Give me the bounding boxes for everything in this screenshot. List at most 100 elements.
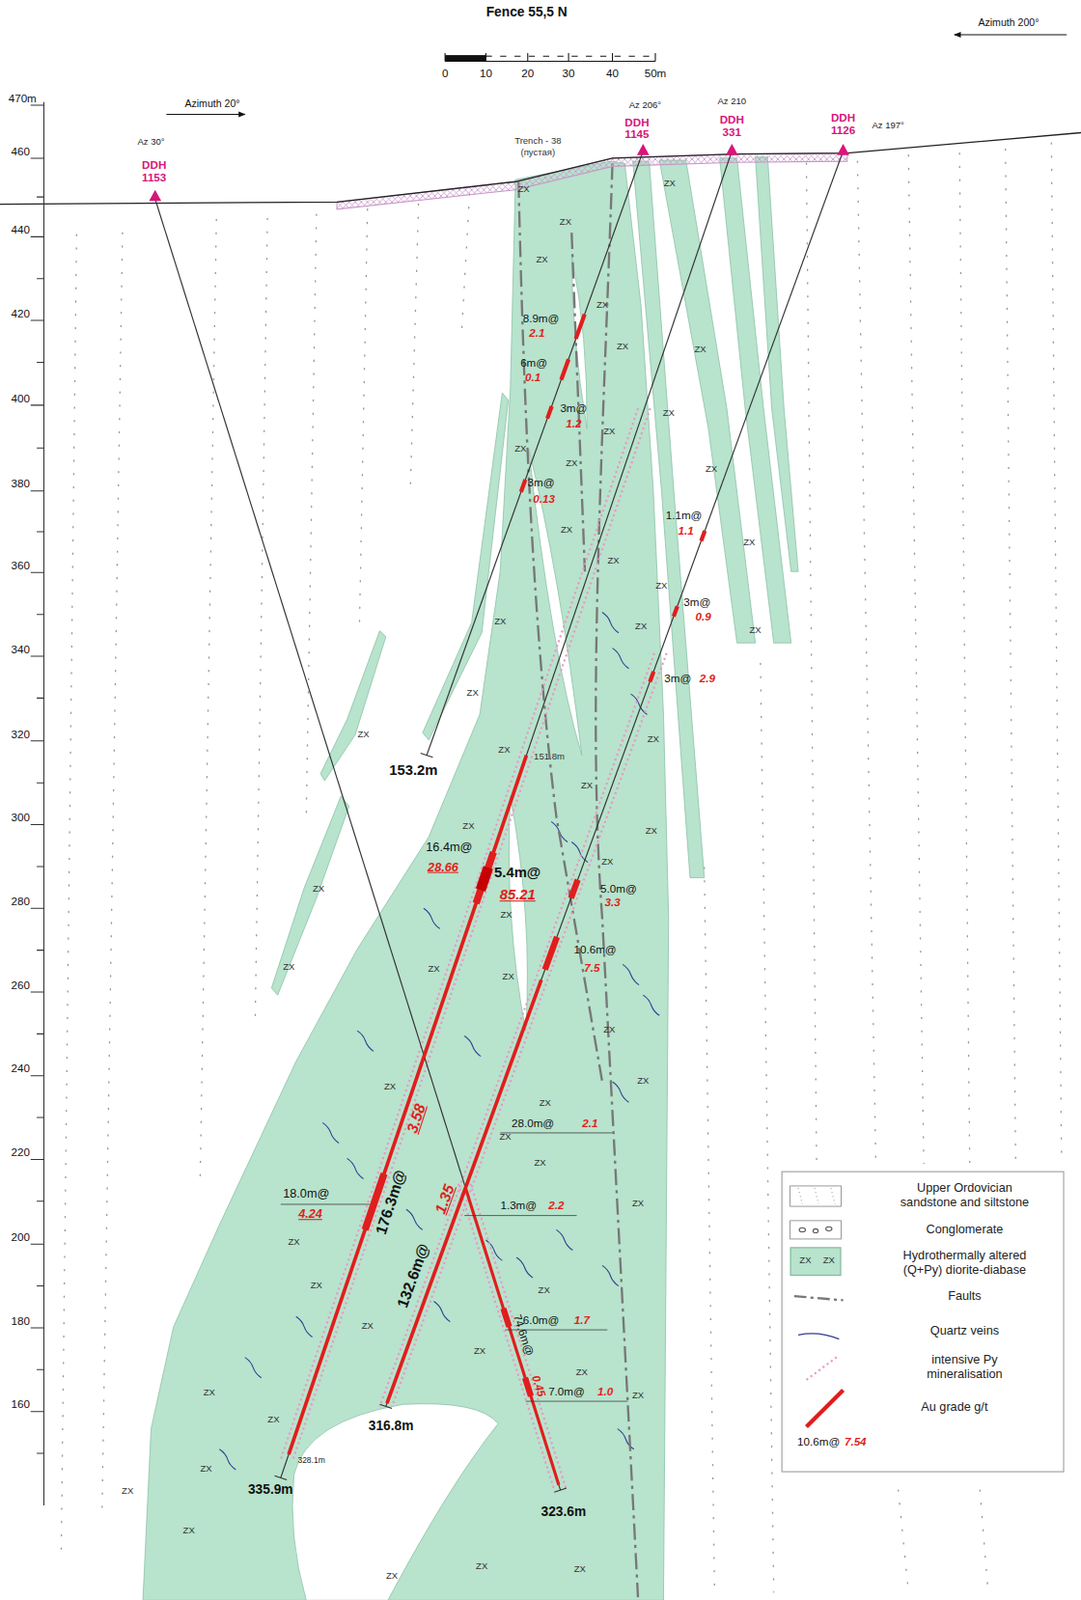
quartz-veins: [219, 612, 660, 1470]
faults: [518, 163, 638, 1598]
depth-label: 323.6m: [540, 1505, 586, 1521]
scale-label: 0: [442, 67, 448, 81]
grade-value: 1.2: [565, 417, 582, 431]
grade-value: 85.21: [499, 886, 536, 903]
axis-label: 300: [10, 811, 29, 825]
rock-code: ZX: [632, 1391, 644, 1402]
legend-text: Hydrothermally altered (Q+Py) diorite-di…: [887, 1249, 1042, 1278]
grade-value: 0.13: [532, 493, 555, 506]
legend-text: Au grade g/t: [918, 1400, 991, 1415]
rock-code: ZX: [498, 745, 510, 755]
rock-code: ZX: [647, 735, 660, 746]
axis-label: 420: [10, 306, 29, 320]
interval-label: 6m@: [520, 356, 548, 369]
interval-label: 16.4m@: [425, 841, 472, 856]
rock-code: ZX: [663, 408, 675, 418]
axis-label: 180: [10, 1314, 29, 1328]
rock-code: ZX: [427, 964, 440, 974]
rock-code: ZX: [693, 345, 706, 356]
drillhole-name: DDH 331: [714, 114, 749, 139]
rock-code: ZX: [502, 972, 515, 983]
drill-holes: [155, 151, 844, 1494]
diagram-title: Fence 55,5 N: [486, 4, 568, 20]
axis: [30, 102, 45, 1506]
scale-label: 10: [479, 67, 493, 81]
scale-label: 20: [521, 67, 534, 81]
rock-code: ZX: [499, 910, 512, 920]
interval-label: 3m@: [527, 476, 555, 490]
azimuth-label: Az 30°: [137, 138, 165, 148]
scale-label: 50m: [644, 67, 667, 81]
axis-label: 280: [10, 894, 29, 908]
interval-label: 8.9m@: [523, 312, 560, 326]
rock-code: ZX: [565, 459, 578, 470]
depth-label: 328.1m: [297, 1457, 325, 1467]
rock-code: ZX: [596, 301, 609, 311]
azimuth-label: Azimuth 200°: [977, 16, 1039, 28]
legend-text: Faults: [887, 1290, 1042, 1305]
rock-code: ZX: [823, 1256, 835, 1267]
interval-label: 10.6m@: [797, 1435, 840, 1448]
axis-label: 360: [10, 559, 29, 573]
rock-code: ZX: [494, 617, 506, 628]
collars: [148, 143, 850, 201]
axis-label: 380: [10, 477, 29, 491]
rock-code: ZX: [183, 1525, 195, 1536]
rock-code: ZX: [645, 827, 658, 837]
rock-code: ZX: [357, 729, 369, 740]
rock-code: ZX: [467, 689, 479, 699]
axis-label: 200: [10, 1230, 29, 1244]
rock-code: ZX: [616, 341, 629, 352]
axis-label: 260: [10, 978, 29, 992]
depth-label: 335.9m: [248, 1483, 294, 1498]
grade-value: 3.3: [604, 896, 620, 910]
legend-text: Quartz veins: [887, 1325, 1042, 1340]
leader-lines: [280, 1133, 629, 1402]
rock-code: ZX: [535, 254, 548, 265]
rock-code: ZX: [267, 1415, 279, 1426]
rock-code: ZX: [581, 780, 593, 791]
grade-value: 1.7: [574, 1313, 590, 1327]
axis-label: 470m: [8, 91, 37, 105]
axis-label: 320: [10, 727, 29, 741]
scale-bar: [444, 53, 656, 61]
depth-label: 153.2m: [388, 762, 438, 778]
rock-code: ZX: [498, 1133, 511, 1143]
grade-value: 7.54: [844, 1435, 867, 1448]
rock-code: ZX: [799, 1256, 811, 1267]
legend-text: Upper Ordovician sandstone and siltstone: [887, 1182, 1042, 1211]
axis-label: 160: [10, 1398, 29, 1412]
rock-code: ZX: [608, 555, 620, 566]
altered-diorite: [142, 157, 799, 1600]
legend-text: intensive Py mineralisation: [908, 1353, 1021, 1382]
rock-code: ZX: [576, 1367, 588, 1378]
interval-label: 1.3m@: [499, 1199, 537, 1213]
au-intervals: [288, 314, 705, 1486]
scale-label: 30: [562, 67, 576, 81]
rock-code: ZX: [538, 1286, 551, 1297]
rock-code: ZX: [121, 1487, 134, 1497]
rock-code: ZX: [533, 1158, 546, 1168]
rock-code: ZX: [361, 1322, 374, 1332]
interval-label: 7.0m@: [548, 1385, 585, 1398]
grade-value: 2.2: [548, 1199, 564, 1213]
rock-code: ZX: [632, 1199, 644, 1210]
note-label: 151.8m: [533, 752, 565, 763]
grade-value: 2.1: [582, 1116, 598, 1130]
rock-code: ZX: [603, 1025, 615, 1036]
depth-label: 316.8m: [368, 1418, 415, 1434]
rock-code: ZX: [749, 625, 762, 636]
interval-label: 1.1m@: [665, 509, 703, 523]
grade-value: 0.9: [695, 609, 712, 623]
rock-code: ZX: [655, 582, 667, 592]
grade-value: 1.0: [597, 1385, 613, 1398]
axis-label: 440: [10, 223, 29, 237]
rock-code: ZX: [384, 1081, 396, 1092]
rock-code: ZX: [287, 1238, 300, 1248]
rock-code: ZX: [559, 217, 572, 227]
rock-code: ZX: [203, 1387, 216, 1398]
grade-value: 28.66: [427, 860, 459, 875]
rock-code: ZX: [514, 443, 527, 454]
azimuth-label: Az 206°: [629, 101, 662, 111]
